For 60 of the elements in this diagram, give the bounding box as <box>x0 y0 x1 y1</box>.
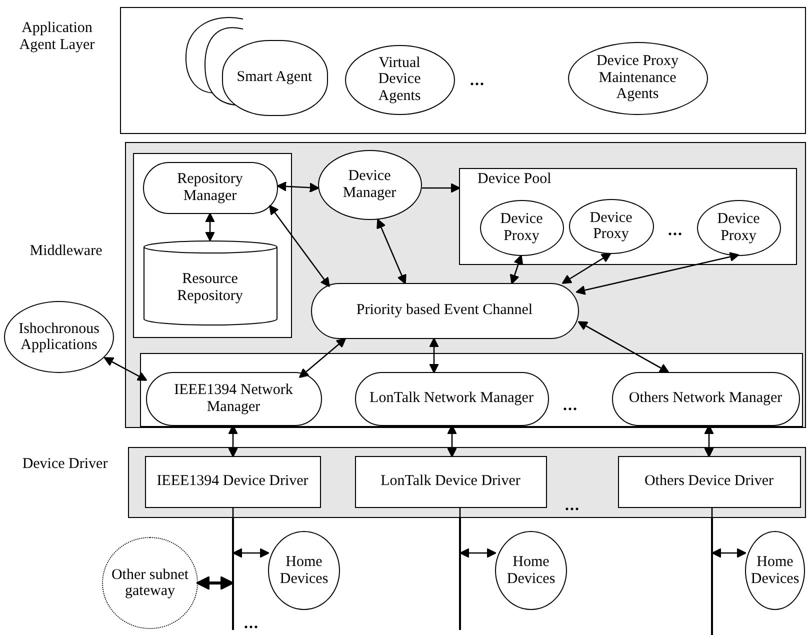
arrow <box>578 321 670 373</box>
ellipsis-label: ... <box>244 615 259 633</box>
node-label: Others Network Manager <box>628 390 782 407</box>
ellipsis-label: ... <box>565 497 580 515</box>
arrow <box>196 576 234 590</box>
rounded-box <box>354 372 548 426</box>
arrow <box>460 548 496 558</box>
node-label: Home Devices <box>750 554 800 587</box>
arrow <box>712 548 746 558</box>
ellipsis-label: ... <box>470 72 485 90</box>
node-label: Home Devices <box>280 554 328 587</box>
node-label: Device Manager <box>342 168 398 201</box>
group-box <box>354 456 546 508</box>
node-label: LonTalk Device Driver <box>380 473 520 490</box>
arrow <box>576 252 740 296</box>
arrow <box>376 218 406 284</box>
layer-heading: Device Driver <box>21 456 109 472</box>
node-label: IEEE1394 Network Manager <box>173 382 294 415</box>
layer-heading: Middleware <box>28 243 104 260</box>
node-label: Device Proxy <box>499 211 544 244</box>
node-label: Home Devices <box>506 554 556 587</box>
arrow <box>269 204 330 288</box>
layer-heading: Device Pool <box>478 170 552 187</box>
node-label: Others Device Driver <box>644 473 774 490</box>
rounded-box <box>310 282 578 338</box>
arrow <box>422 183 460 193</box>
arrow <box>104 357 148 381</box>
rounded-box <box>146 372 322 426</box>
arrow <box>232 548 270 558</box>
node-label: Other subnet gateway <box>110 566 190 600</box>
ellipsis-label: ... <box>563 397 578 415</box>
node-label: Device Proxy Maintenance Agents <box>595 53 680 103</box>
box-node <box>140 352 802 426</box>
arrow <box>276 181 320 193</box>
rounded-box <box>612 372 800 426</box>
node-label: Repository Manager <box>176 171 244 204</box>
arrow <box>298 338 346 378</box>
box-node <box>132 152 292 338</box>
connector-line <box>459 508 461 518</box>
arrow <box>205 212 215 242</box>
node-label: Smart Agent <box>236 69 312 86</box>
arrow <box>510 254 524 284</box>
arrow <box>429 338 439 374</box>
connector-line <box>711 508 713 518</box>
arrow <box>562 253 612 284</box>
node-label: Virtual Device Agents <box>377 54 422 104</box>
node-label: Priority based Event Channel <box>356 302 533 319</box>
node-label: Ishochronous Applications <box>18 320 100 354</box>
node-label: Device Proxy <box>588 210 634 242</box>
group-box <box>144 456 320 508</box>
group-box <box>618 456 800 508</box>
node-label: Device Proxy <box>716 211 761 244</box>
layer-heading: Application Agent Layer <box>18 20 96 53</box>
connector-line <box>232 508 234 518</box>
rounded-box <box>142 162 278 214</box>
ellipsis-label: ... <box>668 222 683 240</box>
node-label: Resource Repository <box>176 271 244 304</box>
group-box <box>458 168 796 264</box>
node-label: LonTalk Network Manager <box>370 390 534 407</box>
node-label: IEEE1394 Device Driver <box>156 473 308 490</box>
